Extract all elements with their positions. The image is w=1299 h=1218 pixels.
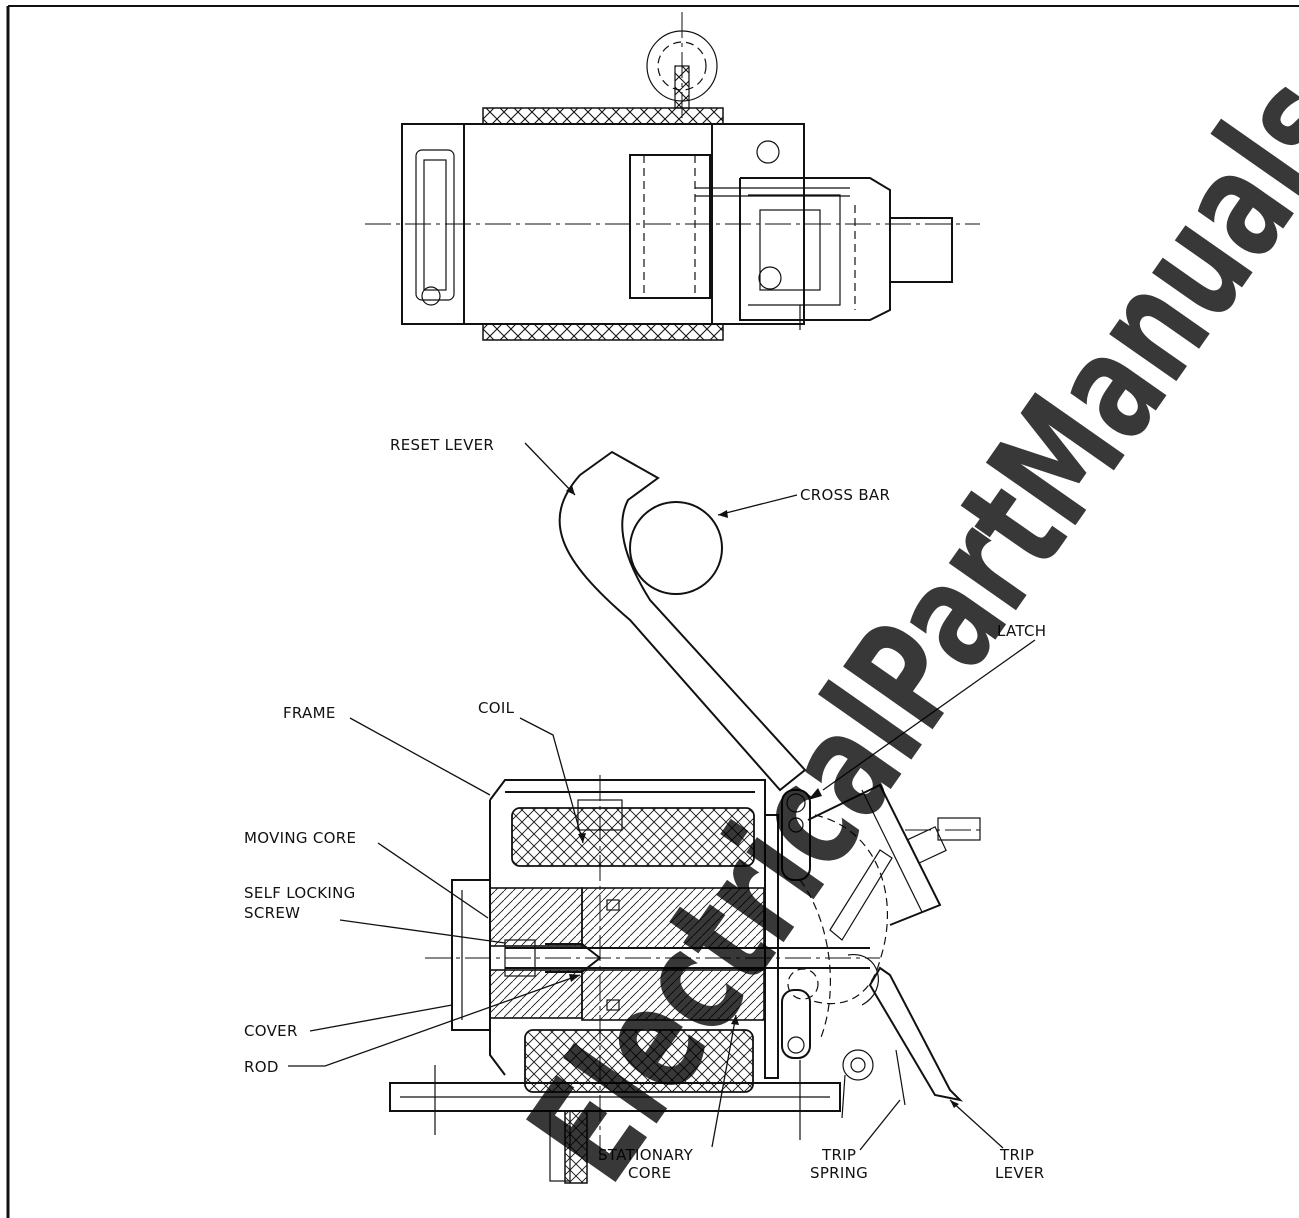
page-border	[6, 5, 1299, 1218]
reset-lever-assembly	[558, 450, 807, 792]
label-core: CORE	[628, 1164, 671, 1182]
section-view	[389, 775, 985, 1184]
label-self-locking: SELF LOCKING	[244, 884, 356, 902]
label-latch: LATCH	[997, 622, 1046, 640]
top-view	[365, 12, 980, 341]
label-trip-spring-1: TRIP	[821, 1146, 856, 1164]
label-frame: FRAME	[283, 704, 336, 722]
label-stationary: STATIONARY	[598, 1146, 694, 1164]
label-cross-bar: CROSS BAR	[800, 486, 890, 504]
label-trip-lever-2: LEVER	[995, 1164, 1045, 1182]
label-trip-spring-2: SPRING	[810, 1164, 868, 1182]
label-coil: COIL	[478, 699, 515, 717]
label-moving-core: MOVING CORE	[244, 829, 356, 847]
label-screw: SCREW	[244, 904, 300, 922]
label-reset-lever: RESET LEVER	[390, 436, 494, 454]
leader-lines	[288, 442, 1036, 1151]
labels: RESET LEVER CROSS BAR LATCH FRAME COIL M…	[244, 436, 1046, 1182]
label-trip-lever-1: TRIP	[999, 1146, 1034, 1164]
label-rod: ROD	[244, 1058, 279, 1076]
watermark-text: ElectricalPartManuals	[497, 46, 1299, 1211]
label-cover: COVER	[244, 1022, 298, 1040]
